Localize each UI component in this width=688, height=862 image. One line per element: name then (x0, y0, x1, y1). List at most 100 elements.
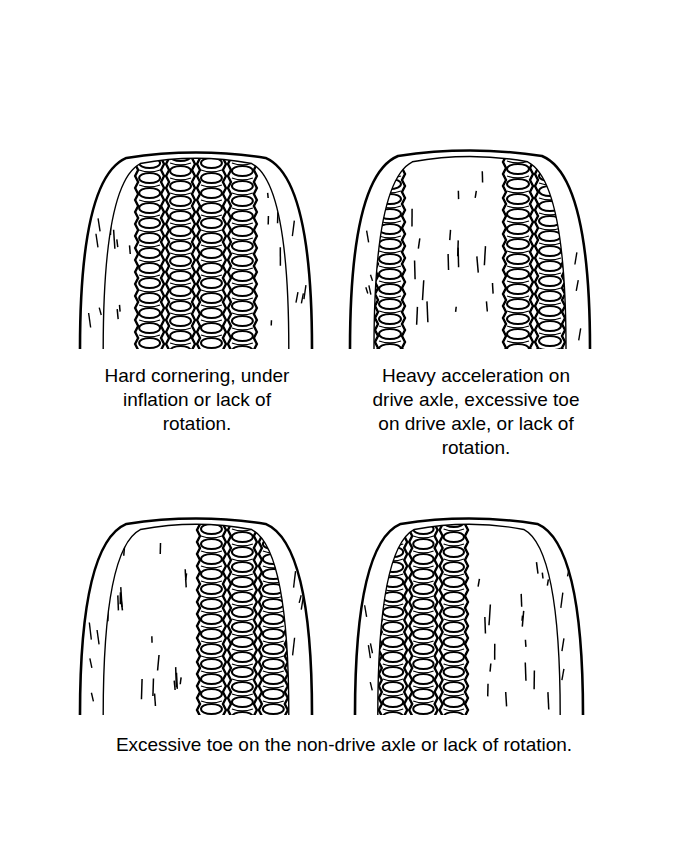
tread-block (232, 346, 253, 356)
tread-block (201, 278, 222, 288)
caption: Excessive toe on the non-drive axle or l… (14, 733, 674, 757)
tread-block (201, 308, 222, 318)
tread-sipe (444, 604, 464, 606)
tread-sipe (201, 566, 222, 568)
wear-mark (522, 611, 523, 627)
wear-mark (371, 275, 373, 281)
tread-sipe (139, 320, 160, 322)
tread-block (413, 689, 433, 699)
wear-mark (547, 579, 548, 585)
tread-sipe (201, 350, 222, 352)
tread-block (201, 233, 222, 243)
wear-mark (487, 684, 489, 697)
tire-outline (80, 518, 312, 715)
tread-sipe (139, 200, 160, 202)
tread-block (170, 166, 191, 176)
tread-sipe (383, 664, 403, 666)
tread-block (201, 218, 222, 228)
tread-sipe (444, 544, 464, 546)
tread-block (539, 201, 561, 211)
wear-mark (304, 285, 306, 299)
tread-block (444, 637, 464, 647)
wear-mark (121, 601, 122, 610)
wear-mark (154, 694, 156, 706)
tread-sipe (139, 275, 160, 277)
tread-sipe (170, 238, 191, 240)
tread-sipe (232, 208, 253, 210)
tread-groove (254, 152, 257, 356)
tread-block (507, 224, 529, 234)
tread-sipe (263, 641, 284, 643)
tread-groove (435, 518, 438, 722)
tread-sipe (232, 589, 253, 591)
wear-mark (267, 193, 269, 198)
tread-sipe (444, 574, 464, 576)
tread-groove (465, 518, 468, 722)
wear-mark (411, 209, 413, 227)
tread-block (444, 682, 464, 692)
wear-mark (482, 171, 484, 182)
tread-block (232, 181, 253, 191)
wear-mark (119, 305, 121, 312)
wear-mark (292, 221, 294, 236)
tread-sipe (507, 251, 529, 253)
wear-mark (267, 216, 269, 224)
wear-mark (301, 293, 303, 303)
tread-sipe (201, 641, 222, 643)
wear-mark (542, 573, 544, 579)
tread-sipe (170, 268, 191, 270)
tread-block (379, 179, 401, 189)
tread-sipe (539, 318, 561, 320)
tread-block (383, 712, 403, 722)
tread-block (170, 226, 191, 236)
tread-sipe (201, 551, 222, 553)
tread-sipe (201, 611, 222, 613)
tread-block (413, 674, 433, 684)
tread-block (201, 323, 222, 333)
tread-block (379, 284, 401, 294)
tread (110, 151, 280, 360)
tread-sipe (139, 170, 160, 172)
tread-block (413, 584, 433, 594)
tread-sipe (383, 649, 403, 651)
tread-block (379, 269, 401, 279)
tread-block (507, 164, 529, 174)
tread-sipe (444, 709, 464, 711)
wear-mark (575, 252, 577, 264)
tread-block (383, 682, 403, 692)
tread-block (139, 263, 160, 273)
tread-block (232, 166, 253, 176)
tread-block (539, 261, 561, 271)
tread-sipe (539, 303, 561, 305)
tread-sipe (170, 313, 191, 315)
wear-mark (478, 579, 479, 587)
tread-block (232, 301, 253, 311)
wear-mark (492, 283, 494, 294)
tire-outline (355, 518, 583, 715)
tread-sipe (413, 671, 433, 673)
tread-sipe (444, 559, 464, 561)
tread-block (201, 644, 222, 654)
tread-block (263, 614, 284, 624)
tread-sipe (232, 238, 253, 240)
tread-sipe (263, 581, 284, 583)
tread-sipe (201, 245, 222, 247)
wear-mark (525, 640, 527, 647)
tread-block (139, 323, 160, 333)
tread-sipe (379, 266, 401, 268)
tread-sipe (232, 283, 253, 285)
tread-sipe (139, 335, 160, 337)
tread-sipe (139, 305, 160, 307)
tread-sipe (507, 266, 529, 268)
wear-mark (494, 644, 496, 660)
tread-groove (135, 152, 138, 356)
tread-block (263, 629, 284, 639)
tread-sipe (232, 604, 253, 606)
tread-block (507, 269, 529, 279)
tread-block (507, 254, 529, 264)
tread-block (170, 211, 191, 221)
tread-sipe (201, 260, 222, 262)
tread-sipe (201, 596, 222, 598)
tread-sipe (201, 320, 222, 322)
tread-block (444, 547, 464, 557)
